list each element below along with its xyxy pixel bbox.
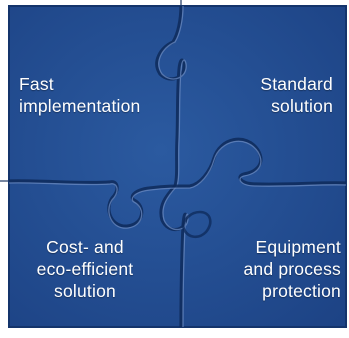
vertical-seam-shadow	[155, 5, 188, 328]
piece-label-top-left: Fast implementation	[19, 74, 141, 116]
horizontal-seam-highlight	[8, 140, 347, 229]
piece-label-top-right: Standard solution	[260, 74, 333, 116]
lower-knob-seam	[181, 210, 212, 239]
piece-label-bottom-right: Equipment and process protection	[243, 237, 341, 301]
piece-label-bottom-left: Cost- and eco-efficient solution	[36, 237, 134, 301]
vertical-seam-highlight	[158, 5, 189, 328]
puzzle-border	[8, 5, 347, 328]
